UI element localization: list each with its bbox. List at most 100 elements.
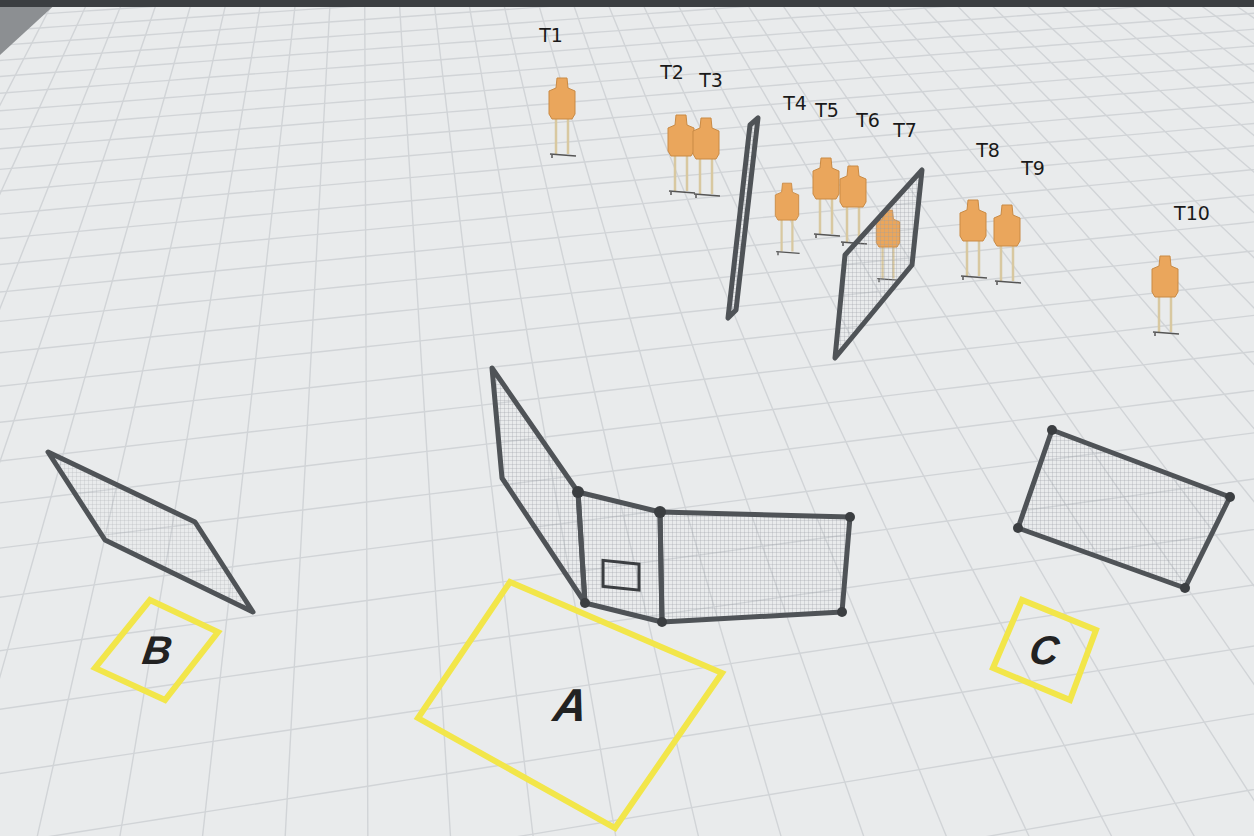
box-letter: C — [1027, 630, 1062, 670]
wall-corners — [572, 425, 1235, 627]
target-label: T1 — [539, 24, 563, 46]
grid-line — [0, 147, 1254, 629]
backdrop — [0, 0, 1254, 7]
grid-line — [461, 0, 715, 836]
grid-line — [972, 0, 1254, 836]
target — [693, 118, 720, 198]
wall-panel — [660, 512, 850, 622]
grid-line — [0, 268, 1254, 836]
grid-line — [898, 746, 1254, 836]
grid-line — [0, 241, 1254, 836]
target-label: T3 — [699, 69, 723, 91]
grid-line — [0, 0, 1254, 194]
grid-line — [0, 0, 164, 836]
wall-panel — [835, 170, 922, 358]
grid-line — [1165, 0, 1254, 836]
grid-line — [0, 0, 1254, 92]
box-outline — [95, 600, 218, 700]
grid-line — [857, 0, 1254, 836]
box-outline — [993, 600, 1096, 700]
wall-panel — [1018, 430, 1230, 588]
grid-line — [886, 0, 1254, 836]
start-position-box: B — [90, 595, 225, 705]
grid-line — [23, 0, 266, 836]
grid-line — [556, 0, 1060, 836]
grid-line — [1138, 0, 1254, 836]
grid-line — [0, 40, 1254, 364]
grid-line — [1028, 0, 1254, 836]
wall-port — [603, 560, 639, 590]
target-label: T6 — [856, 109, 880, 131]
grid-line — [0, 0, 1254, 149]
target-label: T8 — [976, 139, 1000, 161]
wall-panel — [492, 368, 585, 603]
grid-line — [828, 0, 1254, 836]
grid-line — [0, 90, 1254, 481]
target-label: T5 — [815, 99, 839, 121]
box-outline — [418, 582, 722, 828]
wall-panel — [48, 452, 253, 612]
grid-line — [1192, 0, 1254, 836]
grid-line — [0, 0, 1254, 27]
grid-line — [0, 56, 1254, 400]
grid-line — [1219, 0, 1254, 836]
grid-line — [0, 361, 1254, 836]
grid-line — [769, 0, 1254, 836]
grid-line — [0, 0, 1254, 58]
grid-line — [253, 682, 1254, 836]
wall-panel — [578, 492, 662, 622]
grid-line — [1083, 0, 1254, 836]
grid-line — [1245, 0, 1254, 836]
target — [549, 78, 576, 158]
grid-line — [0, 0, 1254, 74]
target-label: T7 — [893, 119, 917, 141]
target — [1152, 256, 1179, 336]
target — [668, 115, 695, 195]
target — [994, 205, 1021, 285]
grid-line — [0, 0, 1254, 218]
grid-line — [1000, 0, 1254, 836]
grid-line — [1111, 0, 1254, 836]
target-label: T10 — [1174, 202, 1210, 224]
walls — [48, 118, 1230, 622]
grid-line — [141, 0, 298, 836]
target-label: T2 — [660, 61, 684, 83]
start-position-box: C — [988, 595, 1101, 705]
grid-line — [587, 0, 1164, 836]
grid-line — [709, 0, 1254, 836]
grid-line — [0, 0, 1254, 42]
grid-line — [0, 0, 1254, 13]
grid-line — [0, 297, 1254, 836]
grid-line — [0, 0, 26, 836]
grid-line — [0, 0, 1254, 129]
grid-line — [0, 0, 1254, 171]
grid-line — [525, 0, 953, 836]
box-letter: B — [140, 630, 175, 670]
grid-line — [915, 0, 1254, 836]
grid-line — [0, 397, 1254, 836]
target — [775, 183, 799, 255]
box-letter: A — [551, 682, 591, 728]
grid-line — [0, 623, 1254, 836]
wall-panel — [728, 118, 758, 318]
grid-line — [0, 328, 1254, 836]
grid-line — [0, 72, 1254, 439]
grid-line — [799, 0, 1254, 836]
grid-line — [0, 11, 1254, 300]
grid-line — [0, 25, 1254, 331]
grid-line — [0, 215, 1254, 825]
grid-line — [397, 0, 484, 836]
grid-line — [1056, 0, 1254, 836]
target-label: T4 — [783, 92, 807, 114]
grid-line — [0, 0, 1254, 110]
grid-line — [0, 0, 198, 836]
grid-line — [0, 191, 1254, 753]
target-label: T9 — [1021, 157, 1045, 179]
grid-line — [0, 0, 1254, 243]
start-position-box: A — [413, 577, 728, 833]
backdrop — [0, 0, 60, 55]
